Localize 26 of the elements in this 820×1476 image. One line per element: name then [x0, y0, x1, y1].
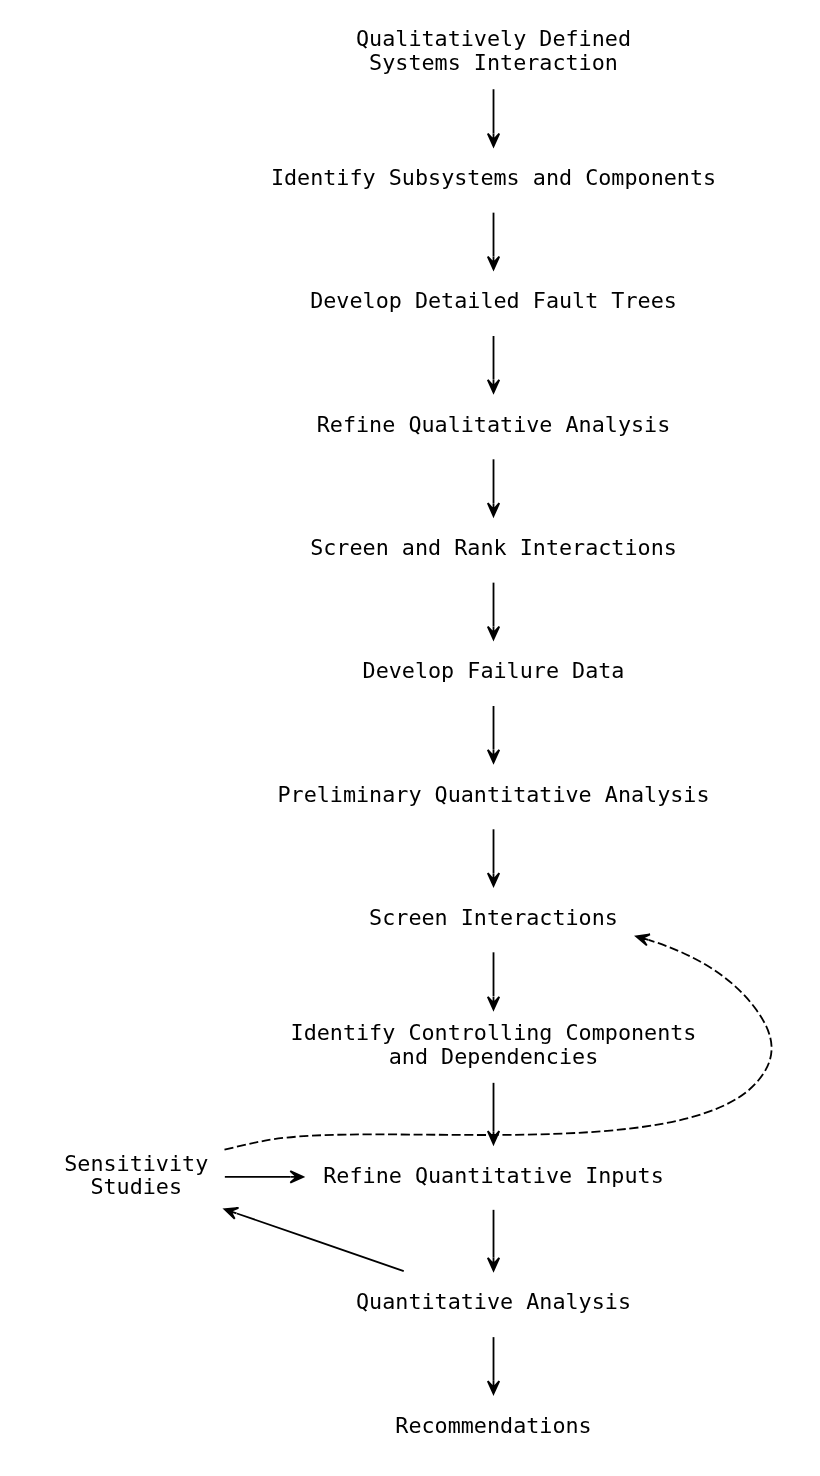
arrow [486, 1208, 501, 1272]
node-text: Screen and Rank Interactions [310, 535, 677, 560]
node-text: Qualitatively Defined Systems Interaction [356, 26, 632, 75]
arrow [486, 211, 501, 271]
arrow [223, 1170, 304, 1184]
arrow [486, 88, 501, 148]
node-text: Refine Quantitative Inputs [323, 1162, 664, 1188]
node-text: Identify Subsystems and Components [270, 165, 717, 191]
node-text: Sensitivity Studies [64, 1150, 209, 1200]
arrow [223, 933, 773, 1151]
arrow [223, 1207, 405, 1272]
node-text: Identify Controlling Components and Dependencies [290, 1020, 697, 1069]
arrow [486, 828, 501, 887]
node-text: Quantitative Analysis [356, 1289, 632, 1315]
node-text: Recommendations [395, 1412, 592, 1438]
arrow [486, 335, 501, 394]
node-text: Refine Qualitative Analysis [316, 411, 671, 437]
arrow [486, 458, 501, 517]
arrow [486, 951, 501, 1011]
node-text: Preliminary Quantitative Analysis [277, 781, 710, 807]
node-text: Develop Failure Data [362, 658, 625, 684]
node-text: Screen Interactions [369, 904, 618, 930]
node-text: Develop Detailed Fault Trees [310, 288, 677, 314]
arrow [486, 1336, 501, 1395]
arrow [486, 581, 501, 641]
arrow [486, 705, 501, 764]
